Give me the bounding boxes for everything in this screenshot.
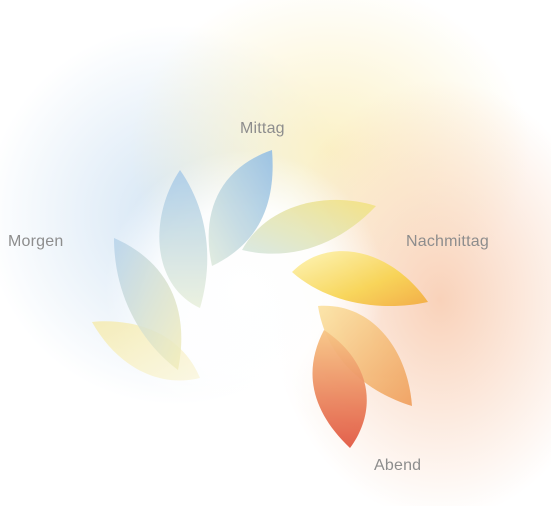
petal-morning [114, 238, 182, 370]
petal-noon [208, 150, 273, 266]
petals [92, 150, 428, 448]
label-abend: Abend [374, 457, 422, 474]
petal-early-afternoon [242, 199, 376, 254]
petal-evening [312, 330, 367, 448]
petal-afternoon [292, 251, 428, 307]
label-nachmittag: Nachmittag [406, 233, 489, 250]
label-mittag: Mittag [240, 120, 285, 137]
petal-late-afternoon [318, 305, 412, 406]
label-morgen: Morgen [8, 233, 64, 250]
petal-late-morning [159, 170, 208, 308]
